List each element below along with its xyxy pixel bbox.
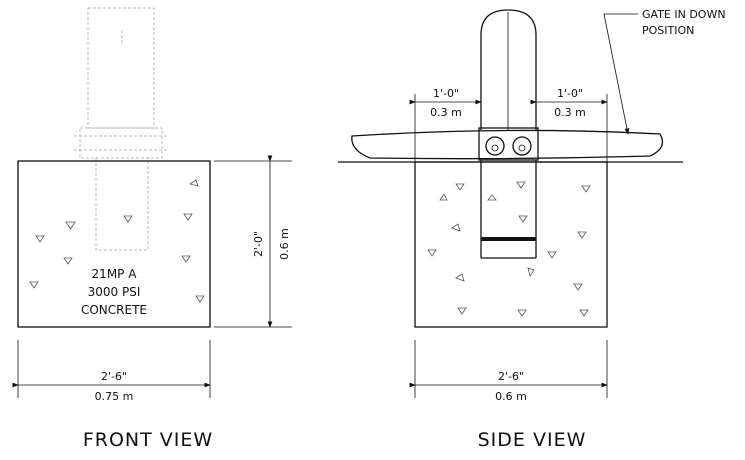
front-width-dimension: 2'-6" 0.75 m: [12, 340, 211, 403]
gate-down-callout: GATE IN DOWN POSITION: [603, 8, 726, 135]
front-note-line3: CONCRETE: [81, 303, 147, 317]
side-width-metric: 0.6 m: [495, 390, 527, 403]
gate-post: [480, 9, 537, 130]
side-foundation-block: [414, 161, 608, 328]
front-view: 21MP A 3000 PSI CONCRETE 2'-0" 0.6 m 2'-…: [12, 7, 292, 451]
side-aggregate-marks: [427, 181, 591, 317]
side-right-offset-metric: 0.3 m: [554, 106, 586, 119]
side-width-imperial: 2'-6": [498, 370, 524, 383]
front-gate-post-ghost: [74, 7, 168, 251]
front-height-metric: 0.6 m: [278, 228, 291, 260]
front-note-line1: 21MP A: [92, 267, 138, 281]
side-right-offset-dimension: 1'-0" 0.3 m: [530, 87, 608, 162]
callout-line2: POSITION: [642, 24, 694, 37]
front-height-dimension: 2'-0" 0.6 m: [214, 155, 292, 328]
side-left-offset-imperial: 1'-0": [433, 87, 459, 100]
side-left-offset-dimension: 1'-0" 0.3 m: [409, 87, 482, 162]
side-left-offset-metric: 0.3 m: [430, 106, 462, 119]
callout-line1: GATE IN DOWN: [642, 8, 726, 21]
side-view: 1'-0" 0.3 m 1'-0" 0.3 m GATE IN DOWN POS…: [338, 8, 726, 451]
side-width-dimension: 2'-6" 0.6 m: [409, 340, 608, 403]
side-right-offset-imperial: 1'-0": [557, 87, 583, 100]
front-height-imperial: 2'-0": [252, 231, 265, 257]
front-note-line2: 3000 PSI: [88, 285, 141, 299]
gate-arm-down: [351, 129, 664, 160]
front-width-metric: 0.75 m: [95, 390, 134, 403]
front-width-imperial: 2'-6": [101, 370, 127, 383]
embedded-sleeve: [480, 160, 537, 259]
side-view-title: SIDE VIEW: [478, 429, 587, 451]
front-foundation-block: [17, 160, 211, 328]
gate-hinge: [478, 127, 539, 161]
front-aggregate-marks: [29, 179, 205, 303]
front-view-title: FRONT VIEW: [83, 429, 213, 451]
